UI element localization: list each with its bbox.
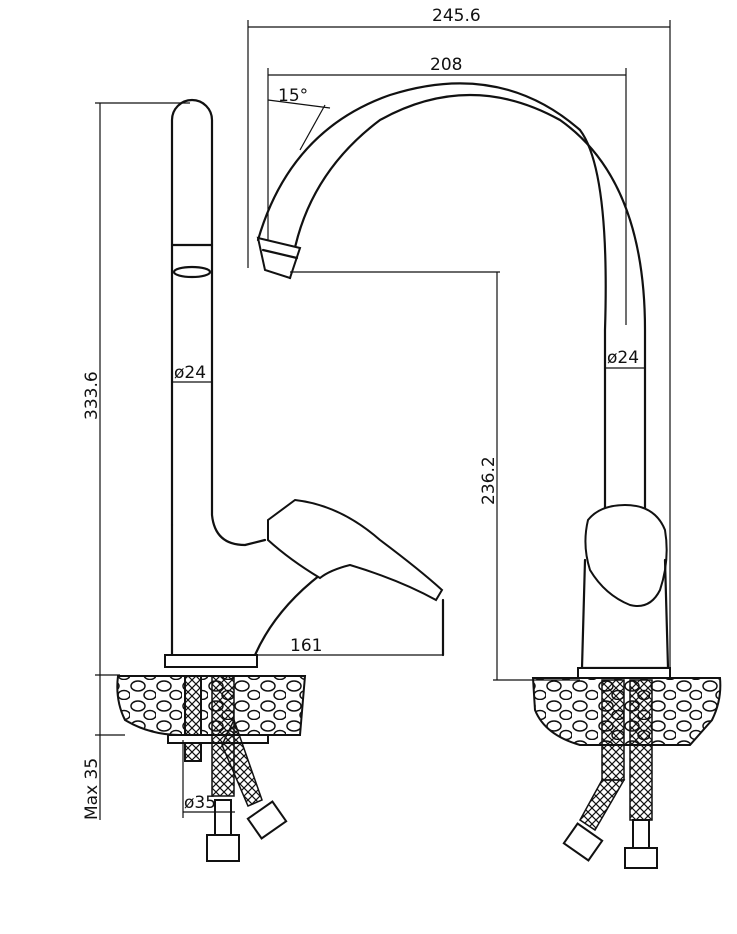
- overall-height-label: 333.6: [82, 371, 102, 420]
- dimension-lines: [95, 20, 671, 820]
- right-diameter-label: ø24: [607, 348, 639, 368]
- hole-diameter-label: ø35: [184, 793, 216, 813]
- spout-reach-label: 208: [430, 55, 462, 75]
- left-diameter-label: ø24: [174, 363, 206, 383]
- front-view: [256, 82, 722, 869]
- spout-height-label: 236.2: [479, 456, 499, 505]
- lever-reach-label: 161: [290, 636, 322, 656]
- max-thickness-label: Max 35: [82, 758, 102, 820]
- overall-width-label: 245.6: [432, 6, 481, 26]
- side-view: [116, 98, 445, 862]
- spout-angle-label: 15°: [278, 86, 308, 106]
